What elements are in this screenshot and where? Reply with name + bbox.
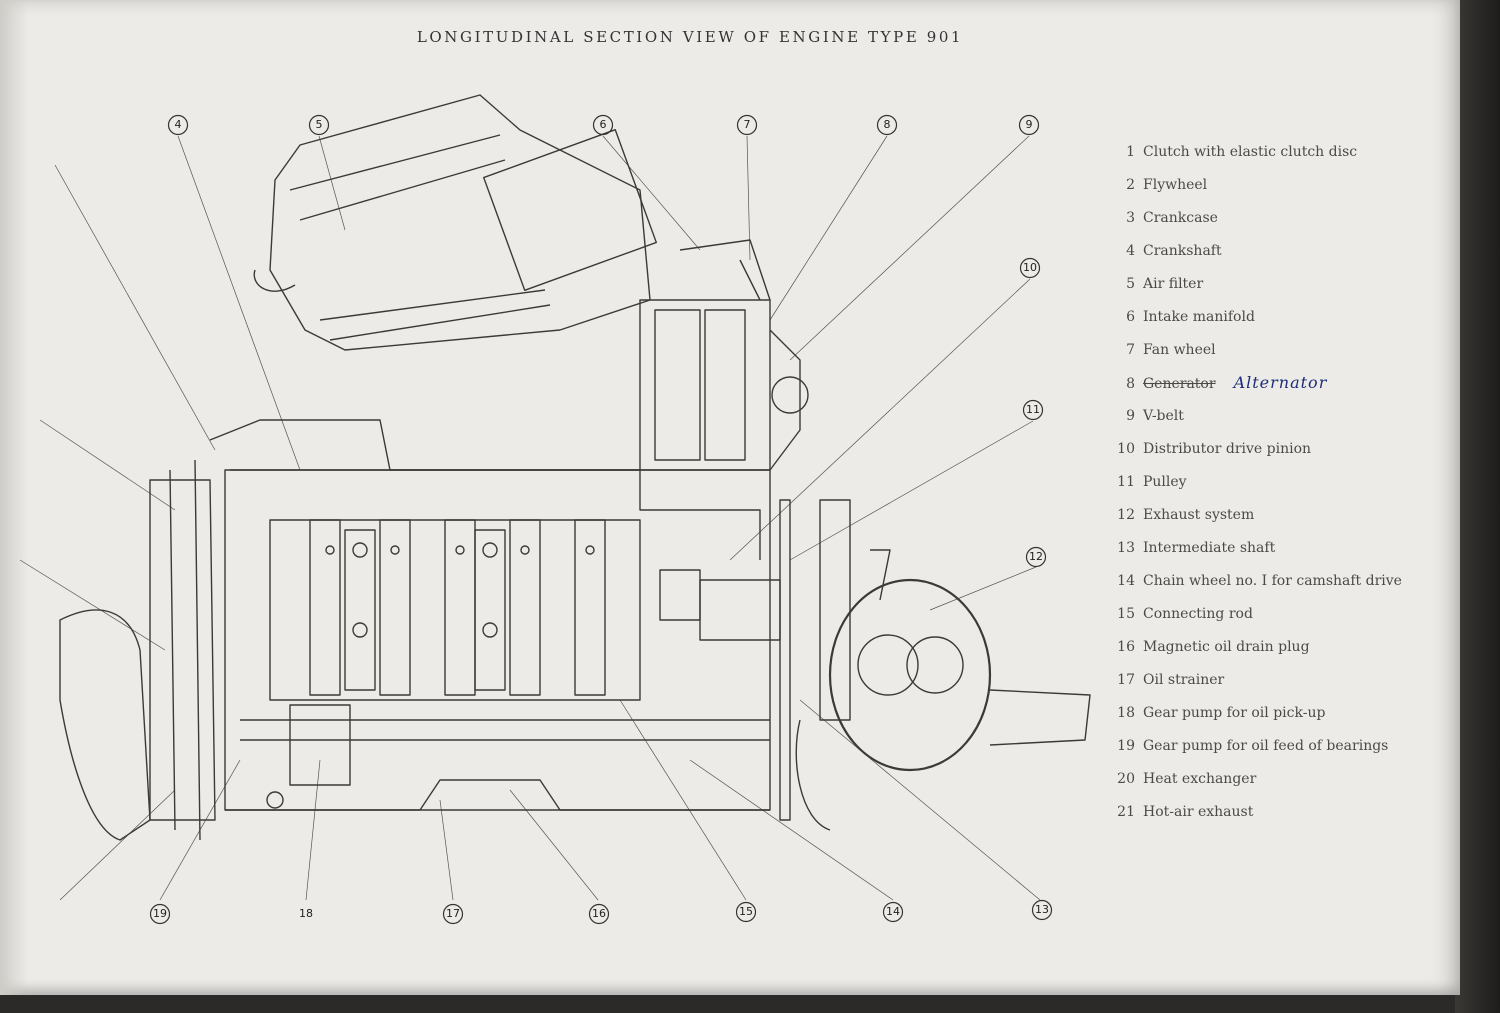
callout-8: 8 (876, 114, 898, 136)
callout-4: 4 (167, 114, 189, 136)
binder-edge (1455, 0, 1500, 1013)
handwritten-correction: Alternator (1233, 373, 1328, 392)
callout-11: 11 (1022, 399, 1044, 421)
document-page: LONGITUDINAL SECTION VIEW OF ENGINE TYPE… (0, 0, 1460, 995)
callout-18: 18 (299, 907, 313, 920)
callout-19: 19 (149, 903, 171, 925)
engine-section-drawing (19, 94, 1091, 901)
callout-16: 16 (588, 903, 610, 925)
callout-17: 17 (442, 903, 464, 925)
callout-6: 6 (592, 114, 614, 136)
callout-12: 12 (1025, 546, 1047, 568)
callout-14: 14 (882, 901, 904, 923)
page-title: LONGITUDINAL SECTION VIEW OF ENGINE TYPE… (416, 28, 964, 46)
struck-text: Generator (1143, 376, 1216, 392)
callout-9: 9 (1018, 114, 1040, 136)
callout-5: 5 (308, 114, 330, 136)
callout-10: 10 (1019, 257, 1041, 279)
callout-7: 7 (736, 114, 758, 136)
callout-15: 15 (735, 901, 757, 923)
callout-13: 13 (1031, 899, 1053, 921)
